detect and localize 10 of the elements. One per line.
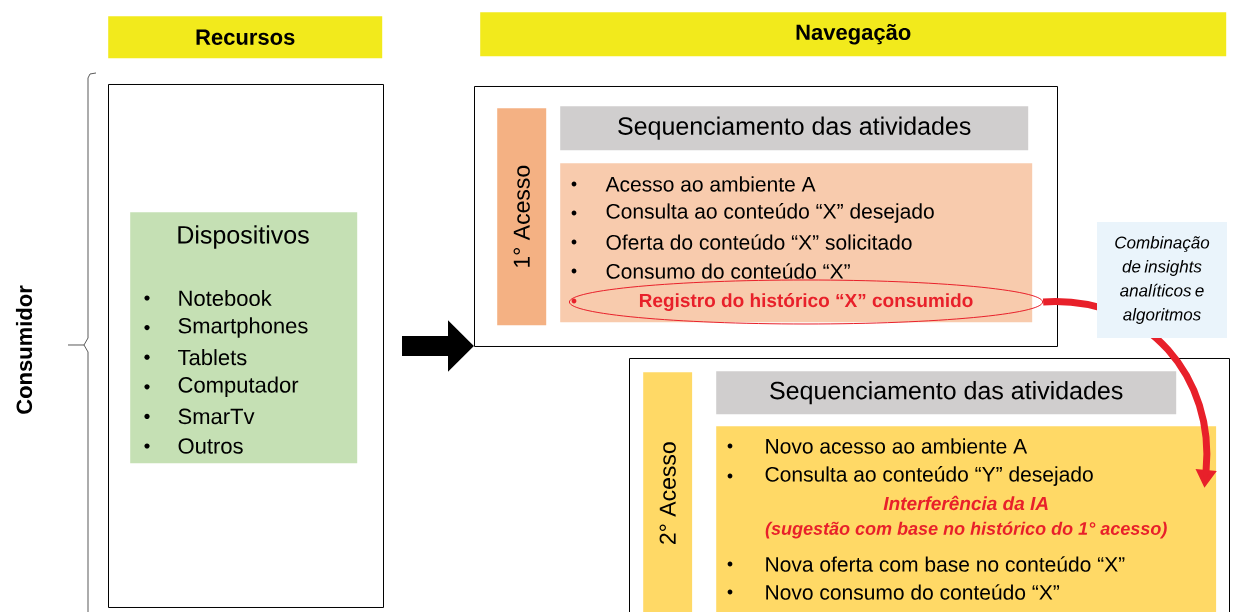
access-band: 1° Acesso: [497, 108, 547, 326]
edge-label: Combinação de insights analíticos e algoritmos: [1097, 222, 1227, 338]
highlight-text: Interferência da IA (sugestão com base no histórico do 1° acesso): [765, 495, 1167, 539]
header-band: Recursos: [108, 16, 383, 59]
access-band: 2° Acesso: [643, 372, 693, 612]
header-band: Navegação: [480, 12, 1227, 57]
activity-header: Sequenciamento das atividades: [560, 106, 1029, 151]
side-label: Consumidor: [15, 285, 33, 414]
activity-header: Sequenciamento das atividades: [716, 371, 1177, 415]
device-list-box: Dispositivos Notebook Smartphones Tablets Computador SmarTv Outros: [130, 212, 358, 464]
